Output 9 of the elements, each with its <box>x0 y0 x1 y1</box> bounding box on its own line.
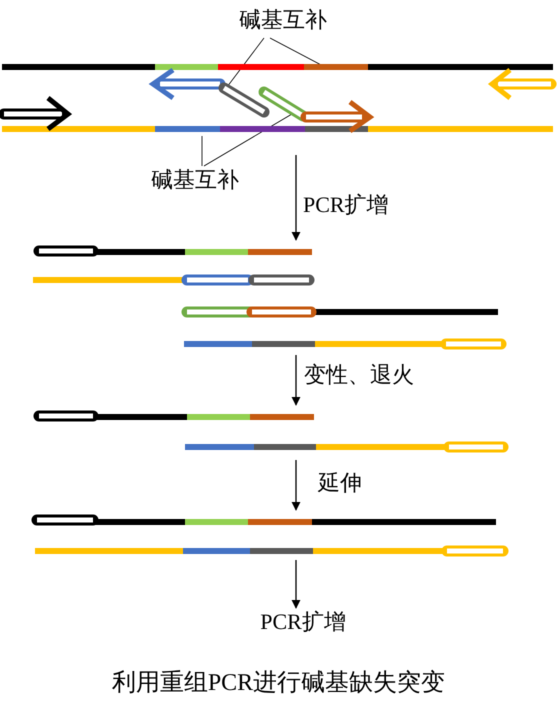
arrow <box>292 355 300 406</box>
annotation-label: PCR扩增 <box>248 608 358 636</box>
arrow <box>292 460 300 511</box>
arrow <box>292 560 300 609</box>
leader-line <box>204 114 292 166</box>
annotation-label: 碱基互补 <box>228 6 338 34</box>
annotation-label: 碱基互补 <box>140 166 250 194</box>
caption: 利用重组PCR进行碱基缺失突变 <box>110 668 446 698</box>
arrow <box>292 155 300 241</box>
